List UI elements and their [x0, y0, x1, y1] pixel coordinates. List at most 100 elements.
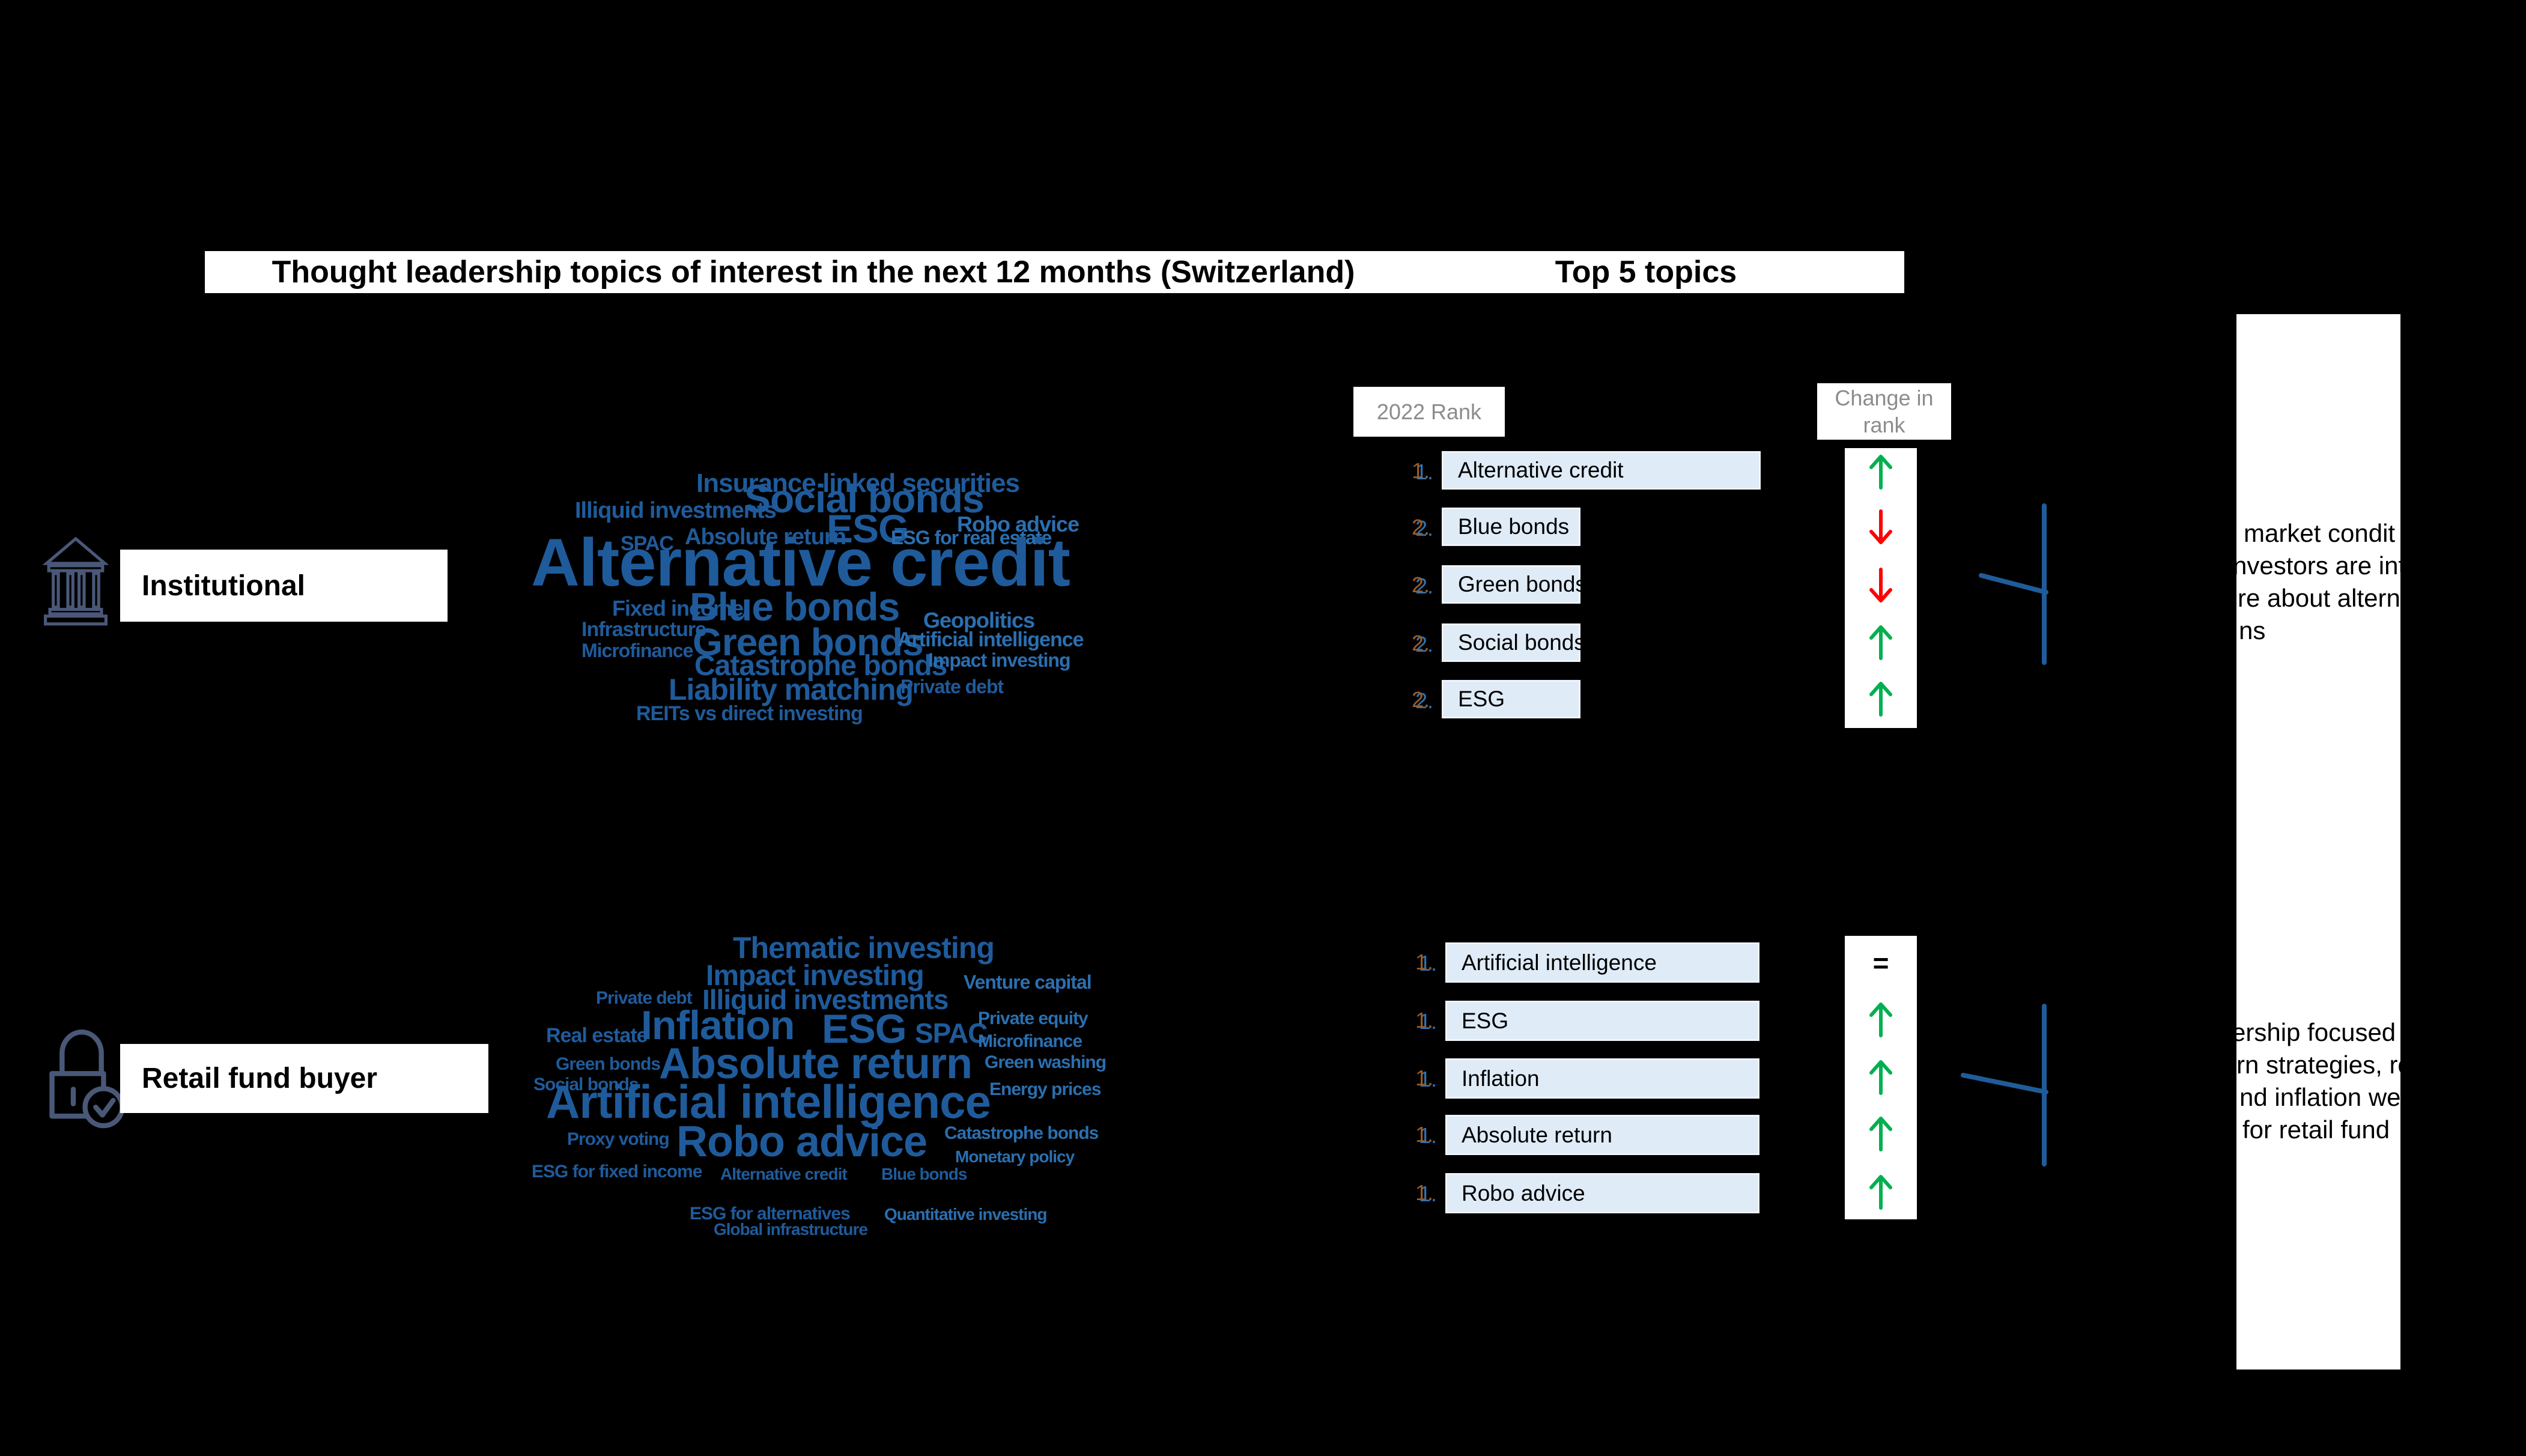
up-arrow-icon	[1868, 1001, 1894, 1042]
down-arrow-icon	[1868, 566, 1894, 607]
rank-number: 2.	[1411, 572, 1430, 597]
annotation-line: nd inflation we	[2239, 1083, 2400, 1111]
cloud-word: Alternative credit	[720, 1165, 848, 1183]
title-bar: Thought leadership topics of interest in…	[205, 251, 1904, 293]
rank-number: 2.	[1411, 687, 1430, 712]
cloud-word: Blue bonds	[881, 1165, 967, 1183]
annotation-line: for retail fund	[2242, 1115, 2390, 1144]
change-column-header: Change in rank	[1817, 383, 1951, 440]
cloud-word: Private equity	[978, 1009, 1088, 1028]
rank-number: 2.	[1411, 515, 1430, 539]
cloud-word: Microfinance	[581, 640, 693, 661]
cloud-word: Alternative credit	[531, 525, 1070, 600]
cloud-word: Social bonds	[533, 1075, 639, 1094]
cloud-word: ESG	[827, 506, 909, 551]
equal-sign: =	[1872, 947, 1889, 978]
annotation-line: re about altern	[2238, 584, 2400, 612]
up-arrow-icon	[1868, 1173, 1894, 1215]
cloud-word: Real estate	[546, 1024, 648, 1047]
cloud-word: Proxy voting	[567, 1129, 670, 1149]
cloud-word: Illiquid investments	[575, 498, 777, 523]
cloud-word: Monetary policy	[955, 1147, 1075, 1166]
cloud-word: Inflation	[641, 1003, 795, 1048]
annotation-panel: market condit nvestors are int re about al…	[2236, 314, 2400, 1370]
cloud-word: ESG	[822, 1006, 907, 1052]
down-arrow-icon	[1868, 508, 1894, 549]
rank-number: 1.	[1415, 1008, 1433, 1033]
rank-number: 1.	[1415, 950, 1433, 974]
change-column-header-text: Change in rank	[1835, 386, 1934, 437]
rank-column-header: 2022 Rank	[1353, 387, 1505, 437]
cloud-word: Absolute return	[685, 524, 846, 550]
cloud-word: Quantitative investing	[884, 1205, 1047, 1224]
topic-box: Blue bonds	[1442, 508, 1580, 546]
connector-pointer-top	[1979, 573, 2048, 595]
cloud-word: Thematic investing	[733, 931, 995, 965]
rank-number: 1.	[1415, 1066, 1433, 1090]
annotation-line: ns	[2239, 616, 2266, 645]
cloud-word: Robo advice	[957, 512, 1079, 536]
cloud-word: Energy prices	[989, 1079, 1101, 1099]
cloud-word: Green washing	[985, 1052, 1107, 1072]
cloud-word: Catastrophe bonds	[694, 650, 947, 682]
annotation-line: rn strategies, ro	[2236, 1051, 2400, 1079]
rank-number: 2.	[1411, 631, 1430, 655]
topic-box: Social bonds	[1442, 623, 1585, 662]
change-column-institutional	[1845, 448, 1917, 728]
cloud-word: ESG for alternatives	[690, 1204, 851, 1224]
cloud-word: Global infrastructure	[714, 1220, 868, 1239]
cloud-word: Venture capital	[964, 971, 1092, 993]
up-arrow-icon	[1868, 623, 1894, 665]
up-arrow-icon	[1868, 1058, 1894, 1100]
annotation-line: market condit	[2244, 519, 2396, 547]
segment-label-institutional: Institutional	[120, 550, 448, 622]
cloud-word: Impact investing	[928, 649, 1070, 671]
cloud-word: Green bonds	[556, 1054, 661, 1074]
top5-heading: Top 5 topics	[1555, 255, 1737, 290]
cloud-word: REITs vs direct investing	[636, 702, 863, 725]
topic-box: ESG	[1445, 1001, 1759, 1041]
up-arrow-icon	[1868, 453, 1894, 494]
lock-check-icon	[40, 1021, 125, 1133]
topic-box: Robo advice	[1445, 1173, 1759, 1213]
annotation-line: ership focused	[2236, 1018, 2396, 1046]
cloud-word: ESG for real estate	[891, 527, 1052, 548]
cloud-word: Infrastructure	[581, 618, 706, 641]
cloud-word: Artificial intelligence	[897, 628, 1084, 651]
cloud-word: Geopolitics	[923, 608, 1035, 632]
cloud-word: Catastrophe bonds	[944, 1123, 1099, 1143]
cloud-word: Private debt	[596, 988, 693, 1008]
topic-box: Absolute return	[1445, 1115, 1759, 1155]
rank-number: 1.	[1411, 458, 1430, 483]
connector-pointer-bottom	[1961, 1073, 2048, 1094]
cloud-word: ESG for fixed income	[532, 1162, 702, 1181]
rank-number: 1.	[1415, 1180, 1433, 1205]
cloud-word: Robo advice	[676, 1118, 928, 1166]
cloud-word: Social bonds	[744, 476, 985, 521]
cloud-word: Impact investing	[706, 960, 924, 992]
topic-box: Green bonds	[1442, 565, 1586, 604]
segment-label-text: Institutional	[142, 569, 305, 602]
change-column-retail: =	[1845, 936, 1917, 1219]
segment-label-text: Retail fund buyer	[142, 1063, 378, 1094]
topic-box: Artificial intelligence	[1445, 942, 1759, 983]
annotation-line: nvestors are int	[2236, 551, 2400, 580]
cloud-word: Green bonds	[693, 620, 924, 664]
topic-box: ESG	[1442, 680, 1580, 718]
cloud-word: Microfinance	[978, 1031, 1082, 1051]
segment-label-retail: Retail fund buyer	[120, 1044, 488, 1113]
rank-number: 1.	[1415, 1122, 1433, 1147]
bank-icon	[42, 532, 109, 632]
cloud-word: Artificial intelligence	[546, 1075, 991, 1128]
cloud-word: Blue bonds	[690, 584, 900, 629]
topic-box: Alternative credit	[1442, 451, 1761, 490]
up-arrow-icon	[1868, 680, 1894, 721]
cloud-word: Insurance linked securities	[696, 469, 1020, 498]
cloud-word: Private debt	[900, 676, 1004, 697]
cloud-word: Illiquid investments	[702, 984, 949, 1015]
rank-column-header-text: 2022 Rank	[1376, 399, 1482, 424]
